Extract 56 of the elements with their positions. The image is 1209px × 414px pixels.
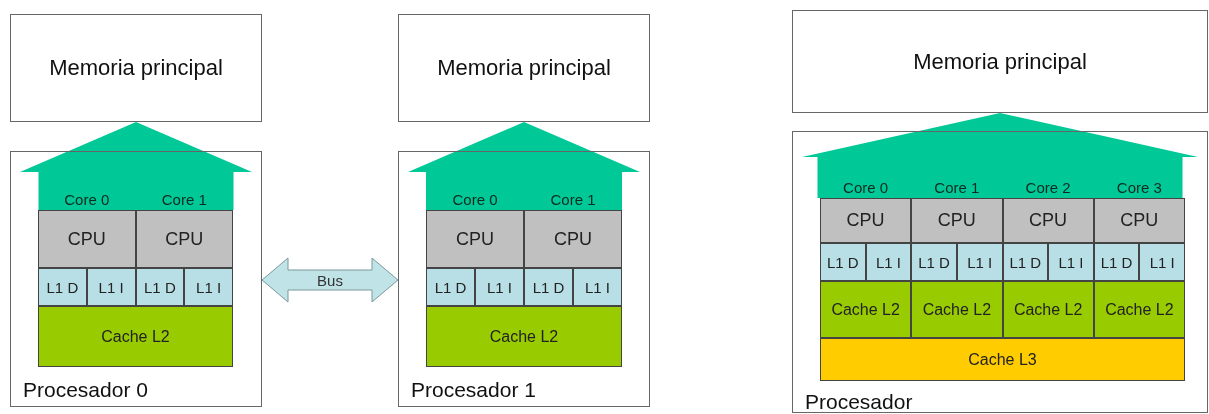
box-label: Memoria principal bbox=[437, 55, 611, 81]
l1-cache-block: L1 I bbox=[956, 243, 1003, 281]
cpu-block: CPU bbox=[38, 210, 136, 268]
core-label: Core 1 bbox=[933, 178, 981, 198]
processor-box bbox=[398, 151, 650, 407]
l1-cache-block: L1 I bbox=[184, 268, 233, 306]
processor-label: Procesador bbox=[805, 391, 913, 412]
box-label: Memoria principal bbox=[49, 55, 223, 81]
l2-cache-block: Cache L2 bbox=[426, 306, 622, 367]
l1-cache-block: L1 D bbox=[1002, 243, 1049, 281]
memory-box bbox=[398, 14, 650, 122]
processor-label: Procesador 0 bbox=[23, 379, 148, 400]
cpu-block: CPU bbox=[1093, 198, 1185, 243]
arrow bbox=[20, 122, 252, 210]
edge-label: Bus bbox=[317, 271, 343, 289]
box-label: Memoria principal bbox=[913, 48, 1087, 75]
l1-cache-block: L1 D bbox=[524, 268, 573, 306]
cpu-block: CPU bbox=[820, 198, 912, 243]
l3-cache-block: Cache L3 bbox=[820, 338, 1185, 381]
memory-box bbox=[10, 14, 262, 122]
l2-cache-block: Cache L2 bbox=[1002, 281, 1094, 338]
processor-box bbox=[10, 151, 262, 407]
cpu-block: CPU bbox=[426, 210, 524, 268]
core-label: Core 1 bbox=[549, 190, 597, 210]
core-label: Core 3 bbox=[1115, 178, 1163, 198]
l1-cache-block: L1 I bbox=[1048, 243, 1094, 281]
cpu-block: CPU bbox=[1002, 198, 1094, 243]
l2-cache-block: Cache L2 bbox=[820, 281, 912, 338]
processor-box bbox=[792, 131, 1208, 413]
l2-cache-block: Cache L2 bbox=[38, 306, 233, 367]
memory-box bbox=[792, 10, 1208, 113]
l1-cache-block: L1 D bbox=[1093, 243, 1140, 281]
core-label: Core 2 bbox=[1024, 178, 1072, 198]
double-arrow bbox=[261, 257, 399, 303]
l1-cache-block: L1 I bbox=[573, 268, 622, 306]
l1-cache-block: L1 D bbox=[911, 243, 957, 281]
l1-cache-block: L1 I bbox=[475, 268, 524, 306]
l1-cache-block: L1 I bbox=[865, 243, 912, 281]
l2-cache-block: Cache L2 bbox=[911, 281, 1003, 338]
core-label: Core 0 bbox=[451, 190, 499, 210]
l2-cache-block: Cache L2 bbox=[1093, 281, 1185, 338]
processor-label: Procesador 1 bbox=[411, 379, 536, 400]
cpu-block: CPU bbox=[524, 210, 622, 268]
l1-cache-block: L1 I bbox=[1139, 243, 1185, 281]
core-label: Core 0 bbox=[842, 178, 890, 198]
arrow bbox=[408, 122, 640, 210]
cpu-block: CPU bbox=[135, 210, 233, 268]
core-label: Core 0 bbox=[63, 190, 111, 210]
core-label: Core 1 bbox=[160, 190, 208, 210]
l1-cache-block: L1 D bbox=[820, 243, 866, 281]
l1-cache-block: L1 I bbox=[86, 268, 136, 306]
arrow bbox=[802, 113, 1198, 198]
l1-cache-block: L1 D bbox=[135, 268, 185, 306]
l1-cache-block: L1 D bbox=[426, 268, 475, 306]
l1-cache-block: L1 D bbox=[38, 268, 87, 306]
cpu-block: CPU bbox=[911, 198, 1003, 243]
